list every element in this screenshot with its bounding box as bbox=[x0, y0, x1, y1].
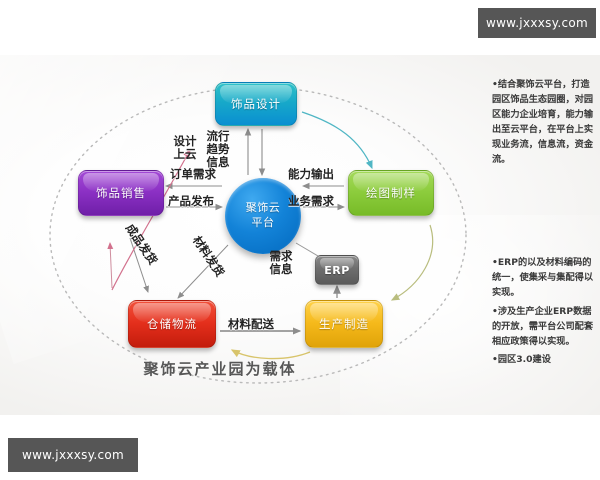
arrow-finished-shipment bbox=[129, 237, 149, 293]
flow-label-business-demand: 业务需求 bbox=[288, 194, 334, 208]
node-design-label: 饰品设计 bbox=[231, 97, 281, 111]
flow-label-design-up: 设计上云 bbox=[173, 134, 197, 161]
watermark-top: www.jxxxsy.com bbox=[478, 8, 596, 38]
flow-label-order-demand: 订单需求 bbox=[170, 167, 216, 181]
node-erp[interactable]: ERP bbox=[315, 255, 359, 285]
node-manufacture[interactable]: 生产制造 bbox=[305, 300, 383, 348]
node-drawing-label: 绘图制样 bbox=[366, 186, 416, 200]
node-manufacture-label: 生产制造 bbox=[319, 317, 369, 331]
flow-label-demand-info: 需求信息 bbox=[269, 249, 293, 276]
core-line-2: 平台 bbox=[251, 216, 275, 229]
node-warehouse[interactable]: 仓储物流 bbox=[128, 300, 216, 348]
note-bottom-3: •园区3.0建设 bbox=[492, 354, 551, 366]
flow-label-material-delivery: 材料配送 bbox=[228, 317, 274, 331]
note-bottom-1: •ERP的以及材料编码的统一，使集采与集配得以实现。 bbox=[492, 257, 594, 298]
watermark-bottom: www.jxxxsy.com bbox=[8, 438, 138, 472]
node-design[interactable]: 饰品设计 bbox=[215, 82, 297, 126]
node-sales-label: 饰品销售 bbox=[96, 186, 146, 200]
node-sales[interactable]: 饰品销售 bbox=[78, 170, 164, 216]
arrow-demand-info bbox=[295, 242, 319, 257]
arrow-pink-short-up bbox=[107, 242, 114, 289]
flow-label-capability-output: 能力输出 bbox=[288, 167, 334, 181]
node-erp-label: ERP bbox=[324, 263, 350, 277]
node-core-platform[interactable]: 聚饰云 平台 bbox=[225, 178, 301, 254]
arrow-drawing-curve-to-manufacture bbox=[390, 224, 434, 301]
node-warehouse-label: 仓储物流 bbox=[147, 317, 197, 331]
arrow-material-shipment bbox=[177, 244, 229, 299]
arrow-sales-curve-to-design bbox=[111, 148, 191, 291]
notes-top: •结合聚饰云平台，打造园区饰品生态园圈，对园区能力企业培育，能力输出至云平台，在… bbox=[492, 78, 596, 171]
diagram-caption: 聚饰云产业园为载体 bbox=[143, 360, 297, 378]
core-line-1: 聚饰云 bbox=[245, 201, 281, 215]
node-drawing[interactable]: 绘图制样 bbox=[348, 170, 434, 216]
arrow-bottom-curve bbox=[230, 349, 311, 360]
arrow-design-curve-to-drawing bbox=[301, 111, 373, 170]
flow-label-trend-info: 流行趋势信息 bbox=[206, 129, 230, 169]
note-bottom-2: •涉及生产企业ERP数据的开放，需平台公司配套相应政策得以实现。 bbox=[492, 305, 594, 347]
notes-bottom: •ERP的以及材料编码的统一，使集采与集配得以实现。 •涉及生产企业ERP数据的… bbox=[492, 256, 596, 372]
note-top-1: •结合聚饰云平台，打造园区饰品生态园圈，对园区能力企业培育，能力输出至云平台，在… bbox=[492, 79, 594, 165]
core-platform-text: 聚饰云 平台 bbox=[246, 201, 281, 231]
flow-label-product-release: 产品发布 bbox=[168, 194, 214, 208]
